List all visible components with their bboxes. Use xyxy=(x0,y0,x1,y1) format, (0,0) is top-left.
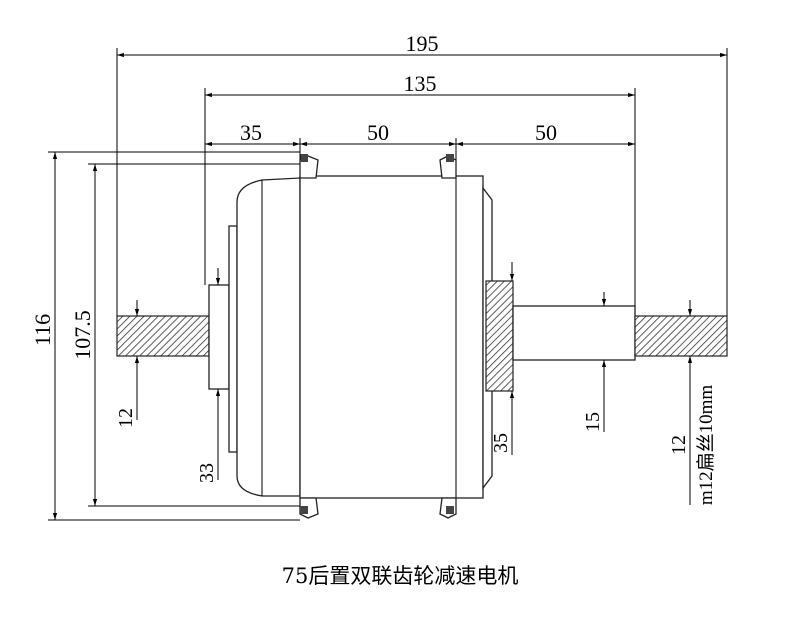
vertical-dimension-lines xyxy=(52,152,693,520)
right-shaft xyxy=(512,305,636,361)
drawing-caption: 75后置双联齿轮减速电机 xyxy=(281,564,519,588)
dim-flange-diameter: 107.5 xyxy=(70,310,95,360)
dim-mid-span: 50 xyxy=(367,120,389,145)
dim-left-hub: 33 xyxy=(196,463,218,483)
dim-flange-span: 135 xyxy=(404,71,437,96)
dim-right-axle: 12 xyxy=(668,435,690,455)
dim-outer-diameter: 116 xyxy=(30,314,55,346)
left-hub-cap xyxy=(208,177,301,497)
dim-thread-note: m12扁丝10mm xyxy=(695,385,717,506)
motor-drum xyxy=(299,154,493,519)
dim-right-hub: 35 xyxy=(490,433,512,453)
dim-right-shaft: 15 xyxy=(582,412,604,432)
dim-left-offset: 35 xyxy=(240,120,262,145)
right-axle xyxy=(634,315,728,357)
horizontal-dimension-lines xyxy=(117,52,727,147)
extension-lines xyxy=(48,48,728,521)
dim-left-axle: 12 xyxy=(115,408,137,428)
dim-overall-length: 195 xyxy=(406,31,439,56)
right-hub xyxy=(485,280,514,392)
dim-right-span: 50 xyxy=(535,120,557,145)
left-axle xyxy=(116,315,210,357)
